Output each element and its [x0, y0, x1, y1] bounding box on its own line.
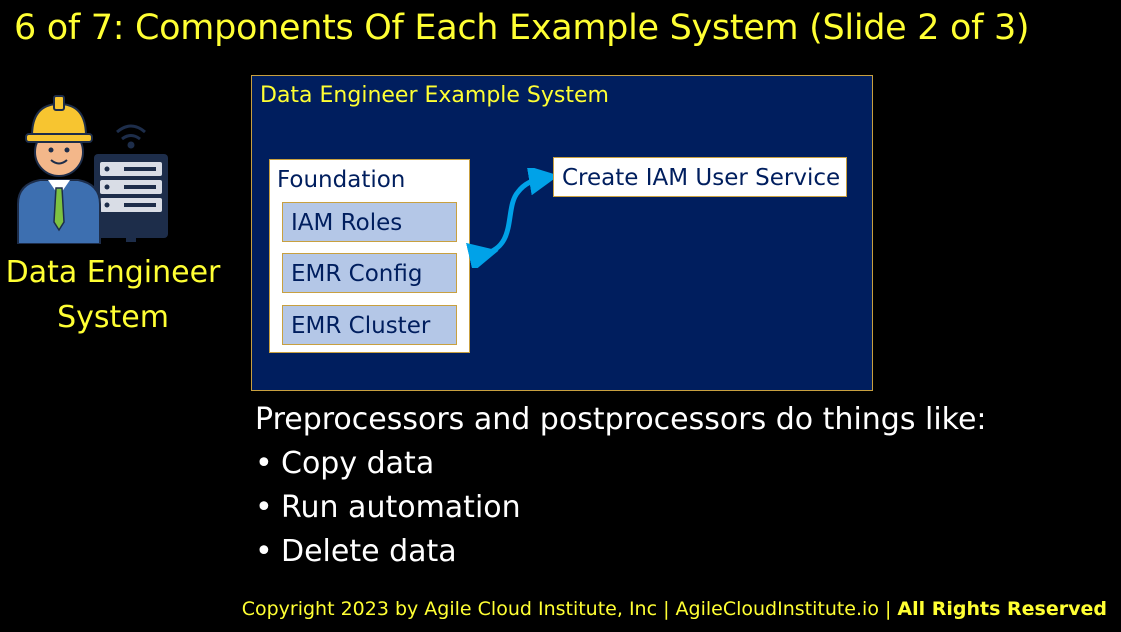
hard-hat-icon — [25, 95, 93, 143]
bullet-text: Run automation — [281, 490, 521, 525]
slide-title: 6 of 7: Components Of Each Example Syste… — [14, 8, 1030, 48]
wifi-icon — [116, 124, 146, 149]
system-box-title: Data Engineer Example System — [260, 83, 609, 108]
component-iam-roles: IAM Roles — [282, 202, 457, 242]
bullet-dot-icon: • — [255, 490, 273, 525]
bullet-item: •Copy data — [255, 442, 987, 486]
foundation-label: Foundation — [277, 167, 406, 193]
foundation-box: Foundation IAM Roles EMR Config EMR Clus… — [269, 159, 470, 353]
bullet-text: Copy data — [281, 446, 435, 481]
bullet-item: •Run automation — [255, 486, 987, 530]
example-system-box: Data Engineer Example System Foundation … — [251, 75, 873, 391]
engineer-server-icon — [14, 92, 174, 245]
notes-intro: Preprocessors and postprocessors do thin… — [255, 402, 987, 437]
create-iam-user-service-box: Create IAM User Service — [553, 157, 847, 197]
system-label-line2: System — [57, 300, 169, 335]
footer-rights: All Rights Reserved — [897, 598, 1107, 620]
system-label-line1: Data Engineer — [5, 255, 221, 290]
bidirectional-arrow-icon — [466, 168, 558, 268]
component-emr-config: EMR Config — [282, 253, 457, 293]
component-emr-cluster: EMR Cluster — [282, 305, 457, 345]
bullet-text: Delete data — [281, 534, 457, 569]
processors-notes: Preprocessors and postprocessors do thin… — [255, 398, 987, 574]
system-label: Data Engineer System — [0, 250, 226, 340]
copyright-footer: Copyright 2023 by Agile Cloud Institute,… — [242, 598, 1107, 620]
bullet-item: •Delete data — [255, 530, 987, 574]
server-icon — [94, 154, 168, 242]
footer-text: Copyright 2023 by Agile Cloud Institute,… — [241, 598, 898, 620]
bullet-dot-icon: • — [255, 446, 273, 481]
bullet-dot-icon: • — [255, 534, 273, 569]
